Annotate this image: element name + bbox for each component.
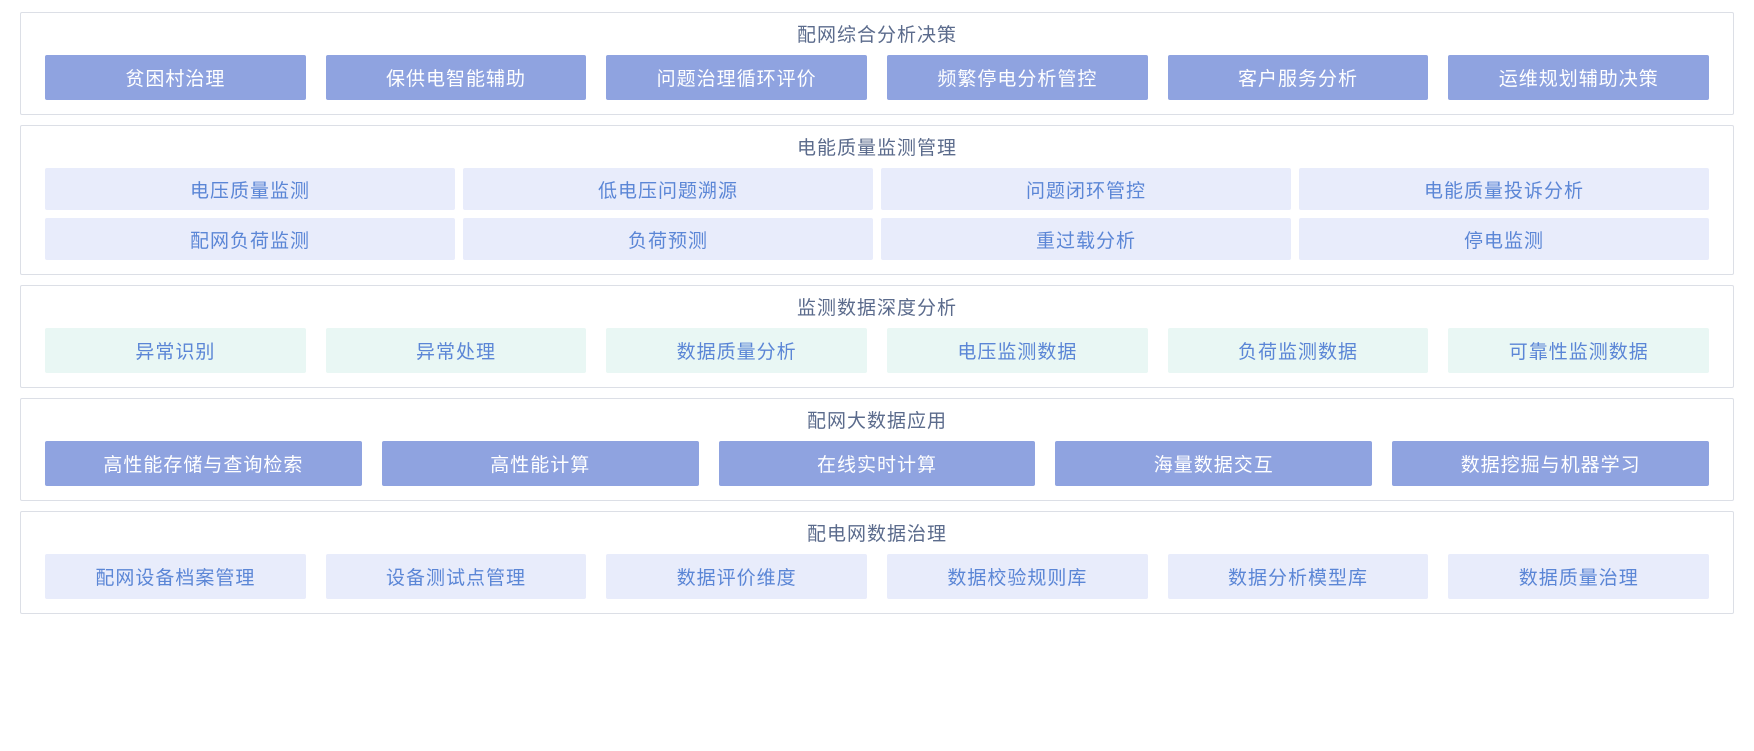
module-tile[interactable]: 高性能存储与查询检索 — [45, 441, 362, 486]
section-title: 监测数据深度分析 — [796, 298, 957, 319]
tile-row: 电压质量监测低电压问题溯源问题闭环管控电能质量投诉分析 — [45, 168, 1709, 210]
module-tile[interactable]: 数据评价维度 — [606, 554, 868, 599]
module-tile[interactable]: 重过载分析 — [881, 218, 1291, 260]
module-tile[interactable]: 数据分析模型库 — [1167, 554, 1429, 599]
section-panel: 配电网数据治理配网设备档案管理设备测试点管理数据评价维度数据校验规则库数据分析模… — [20, 511, 1734, 614]
module-tile[interactable]: 问题治理循环评价 — [606, 55, 868, 100]
module-tile[interactable]: 在线实时计算 — [718, 441, 1036, 486]
module-tile[interactable]: 异常识别 — [45, 328, 306, 373]
module-tile[interactable]: 海量数据交互 — [1055, 441, 1373, 486]
section-panel: 配网综合分析决策贫困村治理保供电智能辅助问题治理循环评价频繁停电分析管控客户服务… — [20, 12, 1734, 115]
module-tile[interactable]: 停电监测 — [1299, 218, 1709, 260]
module-tile[interactable]: 运维规划辅助决策 — [1448, 55, 1710, 100]
module-tile[interactable]: 异常处理 — [325, 328, 587, 373]
section-title: 配电网数据治理 — [806, 524, 947, 545]
module-tile[interactable]: 电能质量投诉分析 — [1299, 168, 1709, 210]
tile-row: 高性能存储与查询检索高性能计算在线实时计算海量数据交互数据挖掘与机器学习 — [45, 441, 1709, 486]
module-tile[interactable]: 配网设备档案管理 — [45, 554, 306, 599]
module-tile[interactable]: 低电压问题溯源 — [463, 168, 873, 210]
module-tile[interactable]: 数据校验规则库 — [887, 554, 1148, 599]
tile-row: 异常识别异常处理数据质量分析电压监测数据负荷监测数据可靠性监测数据 — [45, 328, 1710, 373]
section-panel: 监测数据深度分析异常识别异常处理数据质量分析电压监测数据负荷监测数据可靠性监测数… — [20, 285, 1734, 388]
module-tile[interactable]: 客户服务分析 — [1167, 55, 1429, 100]
tile-row: 配网负荷监测负荷预测重过载分析停电监测 — [45, 218, 1709, 260]
module-tile[interactable]: 数据挖掘与机器学习 — [1392, 441, 1709, 486]
module-tile[interactable]: 配网负荷监测 — [45, 218, 455, 260]
module-tile[interactable]: 可靠性监测数据 — [1448, 328, 1710, 373]
section-title: 配网大数据应用 — [806, 411, 947, 432]
module-tile[interactable]: 保供电智能辅助 — [325, 55, 587, 100]
module-tile[interactable]: 电压质量监测 — [45, 168, 455, 210]
tile-row: 贫困村治理保供电智能辅助问题治理循环评价频繁停电分析管控客户服务分析运维规划辅助… — [45, 55, 1710, 100]
section-panel: 电能质量监测管理电压质量监测低电压问题溯源问题闭环管控电能质量投诉分析配网负荷监… — [20, 125, 1734, 275]
module-tile[interactable]: 数据质量分析 — [606, 328, 868, 373]
module-tile[interactable]: 负荷预测 — [463, 218, 873, 260]
section-panel: 配网大数据应用高性能存储与查询检索高性能计算在线实时计算海量数据交互数据挖掘与机… — [20, 398, 1734, 501]
module-tile[interactable]: 电压监测数据 — [887, 328, 1148, 373]
module-tile[interactable]: 设备测试点管理 — [325, 554, 587, 599]
module-tile[interactable]: 高性能计算 — [381, 441, 699, 486]
module-tile[interactable]: 贫困村治理 — [45, 55, 306, 100]
module-tile[interactable]: 频繁停电分析管控 — [887, 55, 1148, 100]
module-tile[interactable]: 问题闭环管控 — [881, 168, 1291, 210]
tile-row: 配网设备档案管理设备测试点管理数据评价维度数据校验规则库数据分析模型库数据质量治… — [45, 554, 1710, 599]
module-tile[interactable]: 负荷监测数据 — [1167, 328, 1429, 373]
module-tile[interactable]: 数据质量治理 — [1448, 554, 1710, 599]
section-title: 配网综合分析决策 — [796, 25, 957, 46]
section-title: 电能质量监测管理 — [796, 138, 957, 159]
